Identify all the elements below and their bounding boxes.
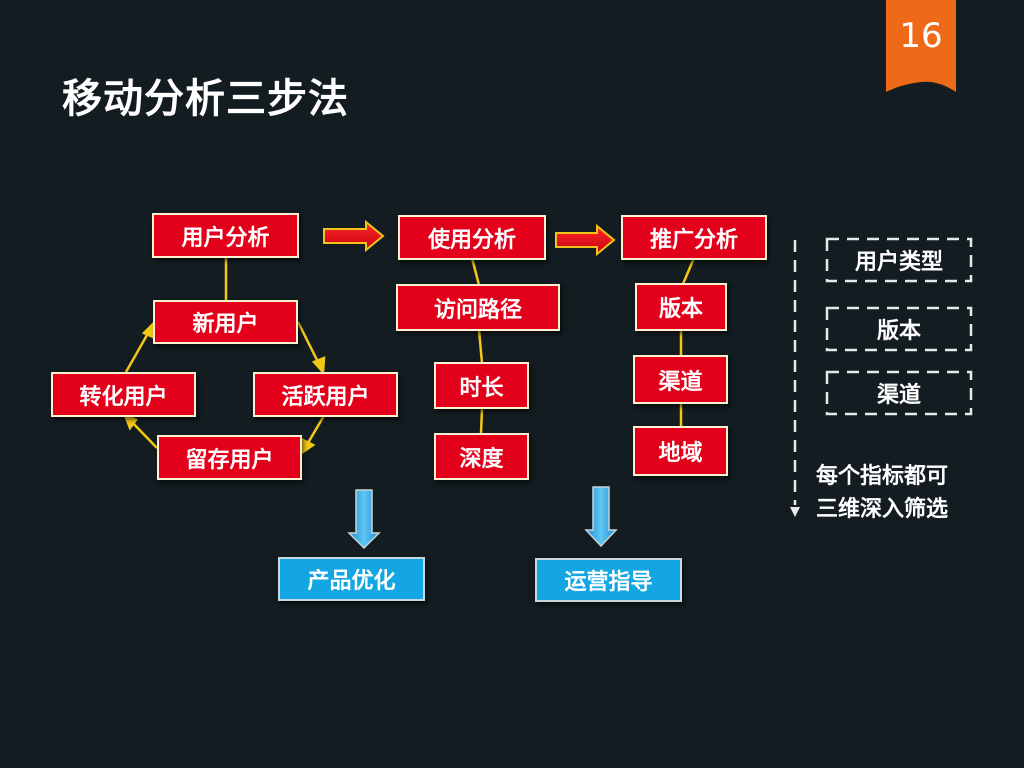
down-arrow-operation: [584, 486, 618, 548]
filter-dimension-user-type: 用户类型: [827, 239, 971, 281]
filter-dimension-version-label: 版本: [876, 319, 921, 344]
usage-metric-visit-path: 访问路径: [396, 284, 560, 331]
stage-usage-analysis-label: 使用分析: [427, 227, 516, 253]
filter-dashed-arrow-head: [790, 507, 800, 517]
promotion-metric-region: 地域: [633, 426, 728, 476]
filter-note: 每个指标都可 三维深入筛选: [816, 460, 948, 526]
lifecycle-new-user-label: 新用户: [192, 312, 259, 337]
filter-dimension-user-type-label: 用户类型: [854, 250, 943, 275]
lifecycle-retained-user-label: 留存用户: [185, 447, 274, 473]
lifecycle-retained-user: 留存用户: [157, 435, 302, 480]
stage-user-analysis-label: 用户分析: [181, 225, 270, 251]
lifecycle-converted-user-label: 转化用户: [79, 384, 168, 410]
usage-metric-duration: 时长: [434, 362, 529, 409]
filter-dashed-outlines: [825, 237, 973, 416]
usage-metric-depth: 深度: [434, 433, 529, 480]
down-arrow-product: [347, 489, 381, 550]
outcome-operation-guidance: 运营指导: [535, 558, 682, 602]
lifecycle-active-user: 活跃用户: [253, 372, 398, 417]
page-number: 16: [899, 16, 943, 56]
usage-metric-duration-label: 时长: [459, 375, 504, 401]
filter-note-line-1: 每个指标都可: [816, 464, 949, 489]
promotion-metric-channel-label: 渠道: [658, 369, 703, 395]
outcome-product-optimization: 产品优化: [278, 557, 425, 601]
filter-note-line-2: 三维深入筛选: [816, 497, 949, 522]
filter-dimension-channel: 渠道: [827, 372, 971, 414]
usage-metric-depth-label: 深度: [459, 446, 504, 472]
page-number-badge: 16: [886, 0, 956, 96]
lifecycle-loop: [122, 320, 327, 455]
lifecycle-converted-user: 转化用户: [51, 372, 196, 417]
lifecycle-active-user-label: 活跃用户: [281, 384, 370, 410]
stage-user-analysis: 用户分析: [152, 213, 299, 258]
filter-dimension-channel-label: 渠道: [876, 383, 921, 408]
promotion-metric-channel: 渠道: [633, 355, 728, 404]
flow-arrow-1: [323, 219, 385, 253]
promotion-metric-version: 版本: [635, 283, 727, 331]
usage-metric-visit-path-label: 访问路径: [433, 297, 522, 323]
promotion-metric-version-label: 版本: [658, 297, 703, 322]
stage-usage-analysis: 使用分析: [398, 215, 546, 260]
slide-title: 移动分析三步法: [62, 76, 349, 122]
stage-promotion-analysis-label: 推广分析: [649, 227, 738, 253]
stage-promotion-analysis: 推广分析: [621, 215, 767, 260]
lifecycle-new-user: 新用户: [153, 300, 298, 344]
page-badge-tab: [886, 0, 956, 92]
promotion-metric-region-label: 地域: [658, 441, 703, 466]
flow-arrow-2: [555, 223, 616, 257]
promotion-chain: [679, 257, 696, 427]
usage-chain: [470, 257, 484, 434]
filter-dimension-version: 版本: [827, 308, 971, 350]
outcome-product-optimization-label: 产品优化: [307, 569, 396, 594]
outcome-operation-guidance-label: 运营指导: [564, 570, 653, 595]
